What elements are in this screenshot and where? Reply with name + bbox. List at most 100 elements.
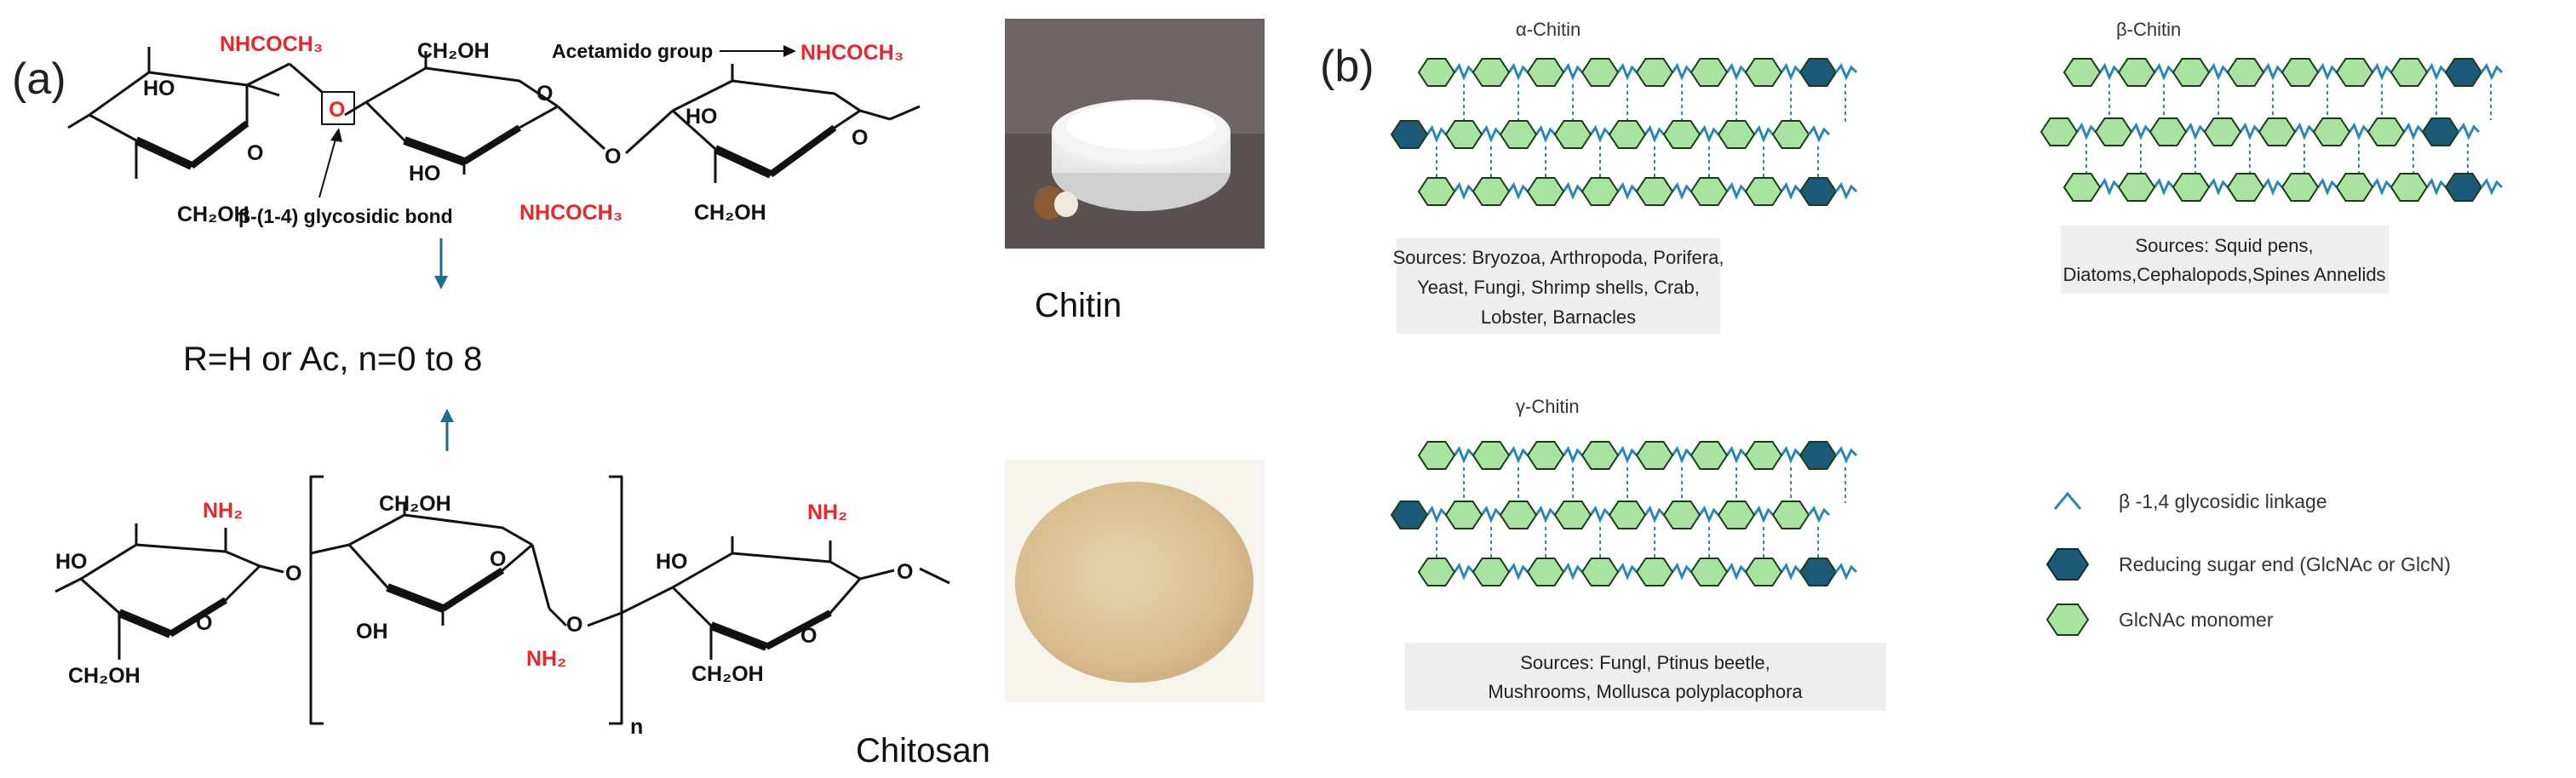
alpha-sources-line-1: Sources: Bryozoa, Arthropoda, Porifera, — [1393, 247, 1724, 268]
glycosidic-bond-arrow — [318, 128, 342, 198]
gamma-monomer — [1526, 558, 1565, 586]
gamma-linkage — [1780, 562, 1802, 581]
link-oxygen-2: O — [566, 613, 582, 637]
beta-linkage — [2239, 122, 2261, 140]
alpha-monomer — [1526, 177, 1565, 206]
beta-chitin-chains — [2040, 58, 2504, 202]
link-oxygen: O — [605, 145, 621, 169]
beta-linkage — [2098, 177, 2120, 196]
ring-oxygen-2: O — [536, 82, 553, 106]
gamma-monomer — [1717, 501, 1756, 529]
beta-linkage — [2402, 122, 2424, 140]
beta-monomer — [2390, 58, 2429, 87]
gamma-monomer — [1526, 441, 1565, 470]
beta-monomer — [2040, 117, 2079, 146]
alpha-chitin-chains — [1390, 58, 1858, 206]
beta-monomer — [2367, 117, 2406, 146]
alpha-monomer — [1662, 120, 1701, 149]
beta-linkage — [2130, 122, 2152, 140]
alpha-monomer — [1417, 177, 1456, 206]
alpha-linkage — [1562, 181, 1584, 200]
alpha-monomer — [1744, 58, 1783, 87]
gamma-linkage — [1725, 445, 1747, 464]
alpha-linkage — [1453, 181, 1475, 200]
acetamido-arrow — [720, 45, 796, 57]
beta-monomer — [2063, 58, 2102, 87]
alpha-sources-line-2: Yeast, Fungi, Shrimp shells, Crab, — [1417, 277, 1700, 298]
beta-monomer — [2063, 173, 2102, 202]
beta-linkage — [2371, 62, 2393, 81]
glycosidic-oxygen: O — [329, 98, 345, 122]
gamma-monomer — [1608, 501, 1647, 529]
nhcoch3-label-3: NHCOCH₃ — [800, 41, 904, 65]
ch2oh-label-left: CH₂OH — [177, 203, 250, 226]
gamma-reducing-end — [1799, 558, 1838, 586]
gamma-reducing-end — [1390, 501, 1429, 529]
alpha-sources-box: Sources: Bryozoa, Arthropoda, Porifera, … — [1393, 238, 1724, 334]
alpha-linkage — [1453, 62, 1475, 81]
legend-monomer-label: GlcNAc monomer — [2119, 609, 2274, 631]
legend-linkage-label: β -1,4 glycosidic linkage — [2119, 490, 2327, 512]
beta-monomer — [2312, 117, 2351, 146]
alpha-monomer — [1690, 177, 1729, 206]
gamma-linkage — [1535, 505, 1557, 523]
arrow-up-to-formula — [440, 409, 454, 451]
beta-linkage — [2425, 62, 2447, 81]
arrow-down-from-chitin — [434, 238, 448, 289]
gamma-linkage — [1616, 562, 1638, 581]
beta-monomer — [2117, 58, 2156, 87]
alpha-chitin-title: α-Chitin — [1516, 19, 1581, 40]
alpha-reducing-end — [1799, 58, 1838, 87]
ring-oxygen-3: O — [852, 126, 868, 150]
beta-monomer — [2335, 173, 2374, 202]
beta-linkage — [2316, 177, 2338, 196]
panel-label-a: (a) — [12, 54, 66, 104]
chitin-structure — [67, 47, 921, 183]
alpha-linkage — [1426, 124, 1448, 143]
nh2-label-3: NH₂ — [807, 501, 847, 524]
beta-reducing-end — [2444, 58, 2483, 87]
beta-monomer — [2094, 117, 2133, 146]
gamma-monomer — [1744, 558, 1783, 586]
alpha-linkage — [1562, 62, 1584, 81]
beta-monomer — [2172, 58, 2211, 87]
alpha-monomer — [1417, 58, 1456, 87]
alpha-monomer — [1771, 120, 1810, 149]
alpha-monomer — [1744, 177, 1783, 206]
chitosan-powder-photo — [1005, 460, 1265, 702]
ch2oh-label-top: CH₂OH — [417, 39, 490, 63]
gamma-monomer — [1635, 558, 1674, 586]
chitosan-name: Chitosan — [856, 732, 990, 769]
acetamido-label: Acetamido group — [552, 40, 713, 62]
ring-oxygen-chitosan-2: O — [490, 547, 506, 571]
alpha-linkage — [1780, 62, 1802, 81]
beta-linkage — [2075, 122, 2097, 140]
glycosidic-bond-label: β-(1-4) glycosidic bond — [238, 205, 453, 227]
gamma-chitin-chains — [1390, 441, 1858, 586]
gamma-linkage — [1671, 445, 1693, 464]
beta-linkage — [2153, 177, 2175, 196]
beta-reducing-end — [2444, 173, 2483, 202]
nhcoch3-label-1: NHCOCH₃ — [220, 32, 323, 56]
beta-monomer — [2226, 173, 2265, 202]
reducing-end-legend-icon — [2045, 548, 2090, 581]
alpha-linkage-tail — [1834, 63, 1858, 81]
gamma-linkage — [1753, 505, 1775, 523]
chitin-name: Chitin — [1035, 287, 1122, 324]
beta-linkage — [2425, 177, 2447, 196]
beta-monomer — [2117, 173, 2156, 202]
beta-linkage — [2207, 177, 2229, 196]
beta-linkage — [2348, 122, 2370, 140]
nh2-label-2: NH₂ — [526, 647, 566, 671]
alpha-linkage — [1671, 181, 1693, 200]
gamma-monomer — [1417, 441, 1456, 470]
gamma-monomer — [1499, 501, 1538, 529]
alpha-monomer — [1635, 177, 1674, 206]
beta-linkage — [2207, 62, 2229, 81]
gamma-linkage — [1671, 562, 1693, 581]
beta-linkage — [2293, 122, 2315, 140]
gamma-monomer — [1690, 558, 1729, 586]
alpha-linkage — [1698, 124, 1720, 143]
alpha-linkage — [1589, 124, 1611, 143]
